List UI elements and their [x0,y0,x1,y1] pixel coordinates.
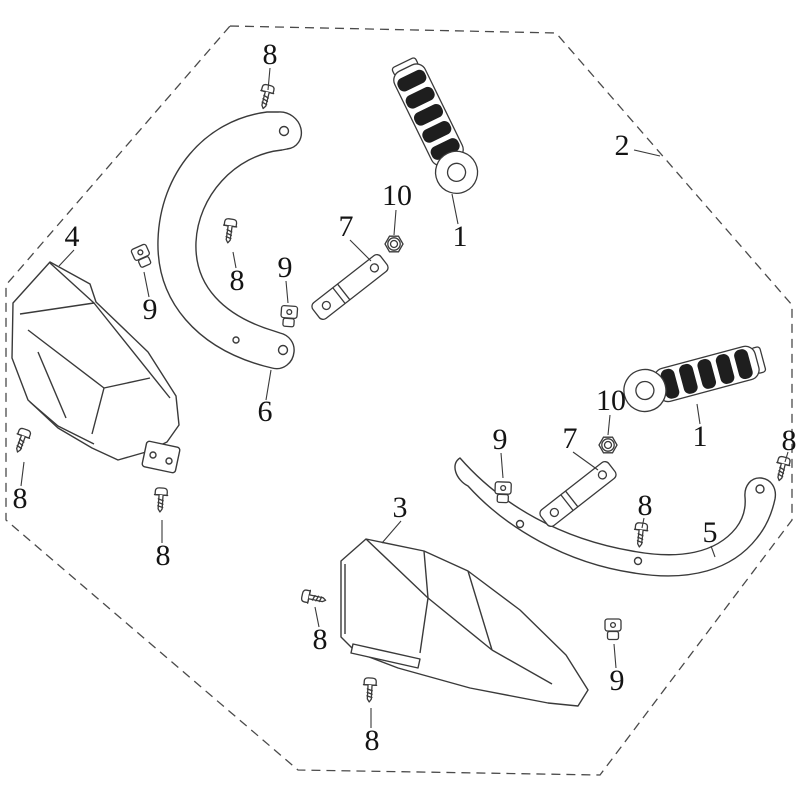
part-8-screw-bottom [361,677,378,703]
part-8-screw-top [256,82,276,111]
part-1-grip-right [618,337,769,417]
part-label-6-bracket-left: 6 [257,395,273,428]
part-label-7-stay-top: 7 [338,210,354,243]
part-label-9-clamp-bottom-right: 9 [609,664,625,697]
part-8-screw-far-right [772,454,792,483]
part-label-8-screw-right-mid: 8 [637,489,653,522]
leader-lines [20,67,789,728]
part-label-9-clamp-right: 9 [492,423,508,456]
part-label-10-nut-top: 10 [382,179,412,212]
part-label-7-stay-right: 7 [562,422,578,455]
part-label-8-screw-left-lower: 8 [155,539,171,572]
part-5-bracket-right [454,457,777,577]
part-label-1-grip-right: 1 [692,420,708,453]
part-10-nut-top [384,235,404,253]
part-7-stay-top [309,251,391,323]
part-label-9-clamp-mid: 9 [277,251,293,284]
part-10-nut-right [598,436,618,454]
part-8-screw-left-lower [152,486,169,514]
part-8-screw-right-mid [632,521,650,549]
part-label-8-screw-mid-bottom: 8 [312,623,328,656]
part-label-3-handguard-bottom: 3 [392,491,408,524]
part-8-screw-mid-bottom [300,588,328,608]
part-9-clamp-right [493,481,512,504]
part-6-bracket-left [157,111,303,370]
part-label-8-screw-bottom: 8 [364,724,380,757]
part-4-handguard-left [11,261,181,474]
part-9-clamp-upper-left [129,242,155,270]
part-label-5-bracket-right: 5 [702,516,718,549]
part-9-clamp-mid [279,304,299,328]
part-label-1-grip-top: 1 [452,220,468,253]
part-8-screw-left [10,426,33,455]
part-label-8-screw-far-right: 8 [781,424,797,457]
part-8-screw-upper-mid [220,217,239,245]
part-9-clamp-bottom-right [604,618,622,641]
part-label-8-screw-upper-mid: 8 [229,264,245,297]
part-label-8-screw-top: 8 [262,38,278,71]
kit-boundary-outline [5,25,793,776]
part-label-4-handguard-left: 4 [64,220,80,253]
part-7-stay-right [537,458,619,530]
part-label-10-nut-right: 10 [596,384,626,417]
part-label-8-screw-left: 8 [12,482,28,515]
part-label-9-clamp-upper-left: 9 [142,293,158,326]
part-3-handguard-bottom [340,538,589,707]
part-label-2-boundary: 2 [614,129,630,162]
